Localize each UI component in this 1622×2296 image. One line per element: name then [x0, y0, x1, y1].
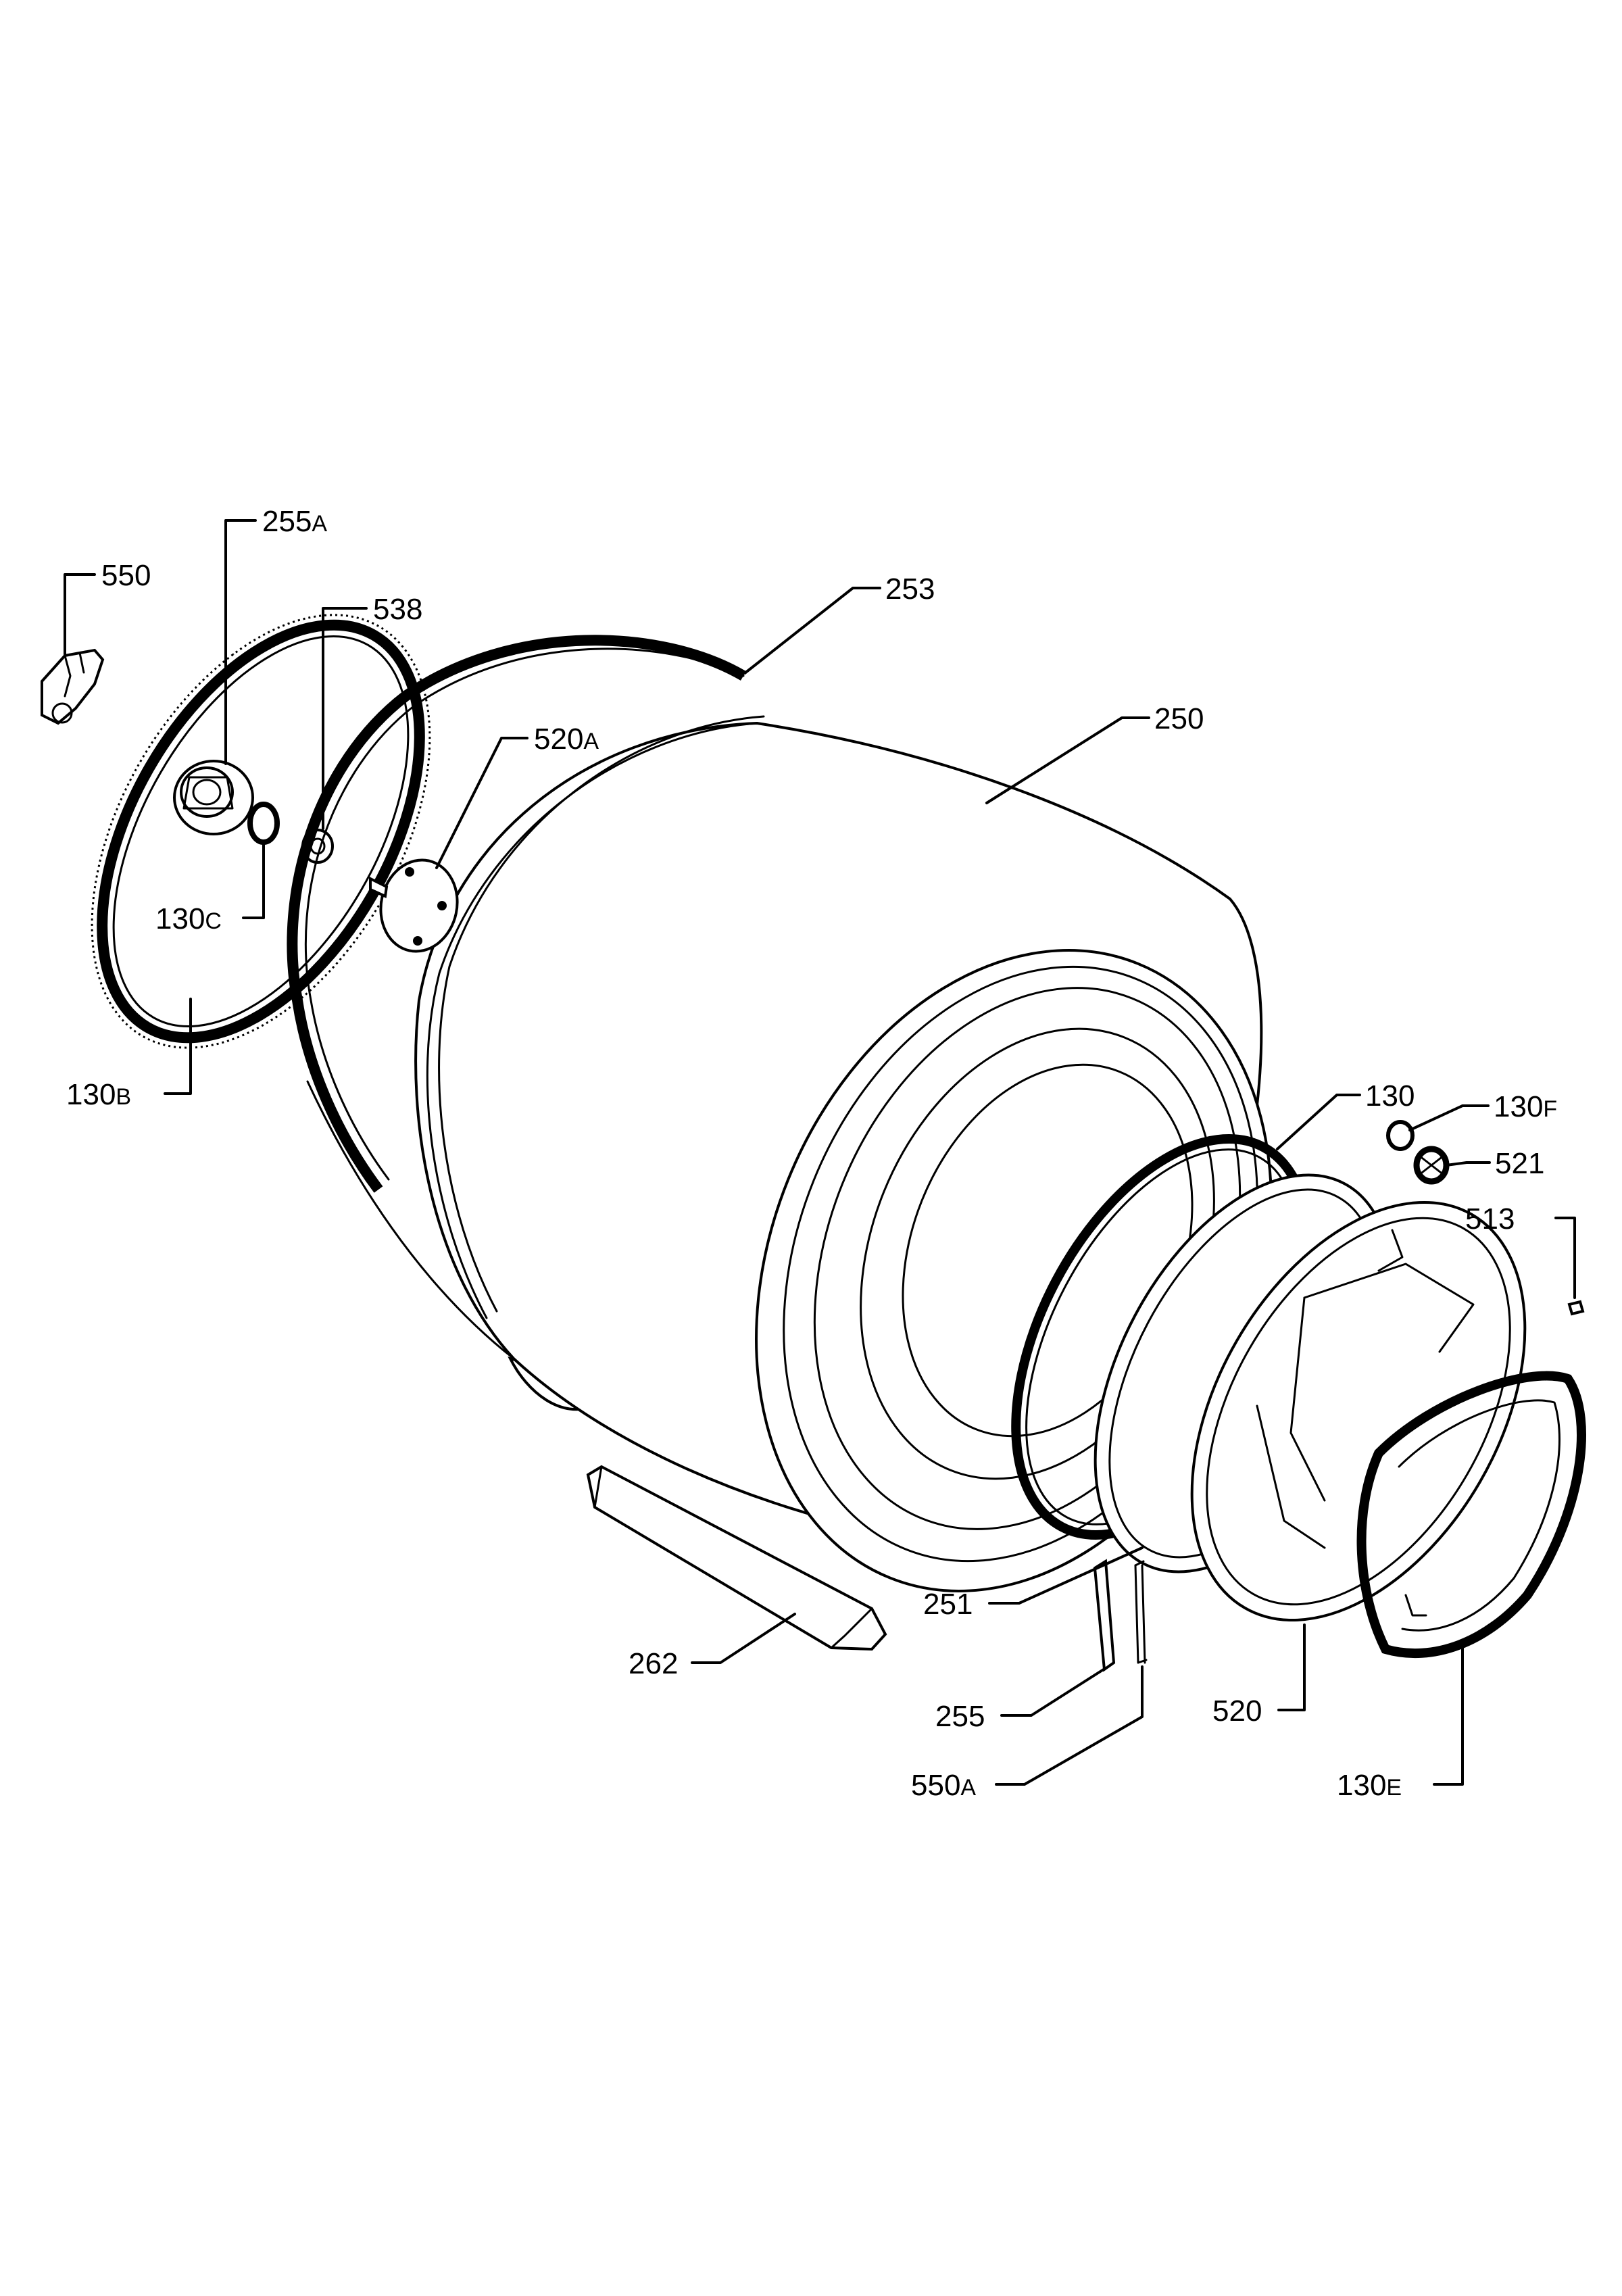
label-251: 251: [923, 1588, 973, 1621]
part-520a-fixture: [369, 858, 459, 953]
label-130c: 130C: [155, 902, 222, 935]
part-130c-oring: [247, 802, 280, 845]
part-550-clip: [41, 648, 105, 725]
label-550: 550: [101, 559, 151, 592]
part-130e-front-gasket: [1356, 1371, 1586, 1659]
label-250: 250: [1154, 702, 1204, 735]
part-550a-strip: [1134, 1560, 1148, 1664]
label-130e: 130E: [1337, 1769, 1402, 1802]
part-255a-bearing: [173, 760, 254, 835]
label-130f: 130F: [1494, 1090, 1557, 1123]
label-520a: 520A: [534, 723, 599, 756]
label-550a: 550A: [911, 1769, 976, 1802]
label-255a: 255A: [262, 505, 327, 538]
part-262-lifter: [586, 1465, 887, 1651]
label-130: 130: [1365, 1079, 1415, 1113]
label-262: 262: [629, 1647, 678, 1680]
label-520: 520: [1212, 1694, 1262, 1728]
part-520-front-panel: [1190, 1200, 1527, 1622]
part-130f-oring: [1386, 1120, 1415, 1151]
label-513: 513: [1465, 1202, 1515, 1236]
label-521: 521: [1495, 1147, 1544, 1180]
label-255: 255: [935, 1700, 985, 1733]
label-130b: 130B: [66, 1078, 131, 1111]
part-255-strip: [1093, 1559, 1116, 1672]
leader-lines: [64, 519, 1576, 1786]
part-513-clip: [1567, 1300, 1585, 1316]
label-538: 538: [373, 593, 422, 626]
label-253: 253: [885, 572, 935, 606]
part-521-knob: [1413, 1146, 1450, 1185]
